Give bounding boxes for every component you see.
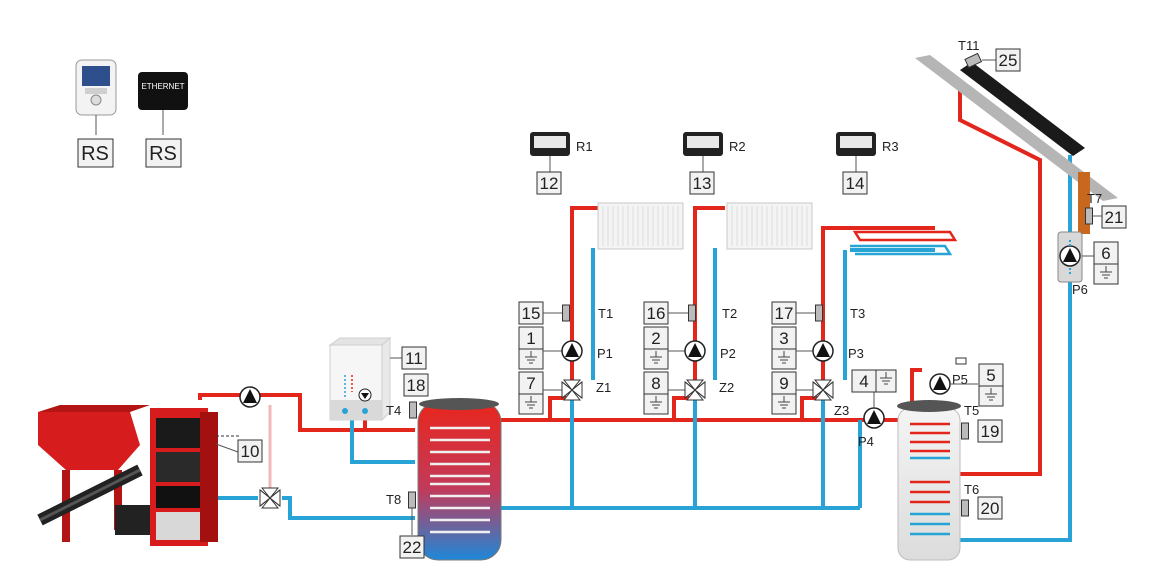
sensor-t11-icon bbox=[964, 52, 983, 69]
room-controller-1-label: R1 bbox=[576, 139, 593, 154]
sensor-t6-icon bbox=[961, 499, 969, 517]
pump-p6-number: 6 bbox=[1101, 244, 1110, 263]
pump-p5-icon bbox=[929, 373, 951, 395]
module-number-box bbox=[401, 346, 427, 370]
pump-p2-label: P2 bbox=[720, 346, 736, 361]
rs-box-left bbox=[77, 138, 114, 168]
sensor-t5-label: T5 bbox=[964, 403, 979, 418]
circuit-1: 15 T1 1 P1 7 Z1 bbox=[518, 301, 613, 415]
buffer-tank bbox=[417, 398, 502, 561]
room-controller-2: R2 13 bbox=[683, 132, 746, 195]
room-controller-1-number: 12 bbox=[540, 174, 559, 193]
sensor-t3-label: T3 bbox=[850, 306, 865, 321]
solar-pump-station bbox=[1057, 231, 1083, 283]
pump-p1-label: P1 bbox=[597, 346, 613, 361]
sensor-t11-label: T11 bbox=[958, 38, 979, 53]
sensor-t4-number-box bbox=[403, 373, 429, 397]
circuit-2: 16 T2 2 P2 8 Z2 bbox=[643, 301, 737, 415]
pump-p4-icon bbox=[863, 407, 885, 429]
sensor-t7-label: T7 bbox=[1087, 191, 1102, 206]
sensor-t11-number-box bbox=[995, 48, 1021, 72]
room-controller-3-label: R3 bbox=[882, 139, 899, 154]
sensor-t6-label: T6 bbox=[964, 482, 979, 497]
pump-p3-number: 3 bbox=[779, 329, 788, 348]
sensor-t4-icon bbox=[409, 401, 417, 419]
heating-module bbox=[328, 336, 392, 422]
pump-p2-number: 2 bbox=[651, 329, 660, 348]
radiator-2 bbox=[726, 202, 813, 250]
pellet-boiler bbox=[37, 405, 218, 546]
room-controller-3-number: 14 bbox=[846, 174, 865, 193]
circuit-3: 17 T3 3 P3 9 Z3 bbox=[771, 301, 865, 418]
sensor-t4-label: T4 bbox=[386, 403, 401, 418]
underfloor-heating-loop bbox=[850, 230, 958, 256]
rs-label-left: RS bbox=[81, 143, 109, 165]
room-controller-2-number: 13 bbox=[693, 174, 712, 193]
sensor-t7-number-box bbox=[1101, 205, 1127, 229]
valve-z1-label: Z1 bbox=[596, 380, 611, 395]
valve-z3-label: Z3 bbox=[834, 403, 849, 418]
room-controller-2-label: R2 bbox=[729, 139, 746, 154]
sensor-t7-icon bbox=[1085, 207, 1093, 225]
radiator-1 bbox=[597, 202, 684, 250]
sensor-t8-number: 22 bbox=[403, 538, 422, 557]
sensor-t5-number: 19 bbox=[981, 422, 1000, 441]
ethernet-module: ETHERNET bbox=[138, 72, 188, 135]
pump-p4-number: 4 bbox=[859, 372, 868, 391]
sensor-t1-number: 15 bbox=[522, 304, 541, 323]
sensor-t2-number: 16 bbox=[647, 304, 666, 323]
sensor-t5-number-box bbox=[977, 419, 1003, 443]
sensor-t4-number: 18 bbox=[407, 376, 426, 395]
pump-p5-number: 5 bbox=[986, 366, 995, 385]
pump-p3-icon bbox=[812, 340, 834, 362]
sensor-t6-number: 20 bbox=[981, 499, 1000, 518]
valve-z1-number: 7 bbox=[526, 374, 535, 393]
faucet-icon bbox=[955, 357, 967, 365]
sensor-t8-label: T8 bbox=[386, 492, 401, 507]
pump-p1-number: 1 bbox=[526, 329, 535, 348]
sensor-t11-number: 25 bbox=[999, 51, 1018, 70]
pump-p3-label: P3 bbox=[848, 346, 864, 361]
sensor-t2-icon bbox=[688, 304, 696, 322]
boiler-mixing-valve-icon bbox=[259, 487, 281, 509]
ethernet-label: ETHERNET bbox=[141, 82, 184, 91]
boiler-pump-icon bbox=[239, 386, 261, 408]
pump-p5-label: P5 bbox=[952, 372, 968, 387]
module-number: 11 bbox=[405, 349, 423, 368]
sensor-t1-label: T1 bbox=[598, 306, 613, 321]
pump-p2-icon bbox=[684, 340, 706, 362]
room-controller-1: R1 12 bbox=[530, 132, 593, 195]
pump-p6-label: P6 bbox=[1072, 282, 1088, 297]
pump-p1-icon bbox=[561, 340, 583, 362]
sensor-t1-icon bbox=[562, 304, 570, 322]
sensor-t8-icon bbox=[408, 491, 416, 509]
sensor-t3-icon bbox=[815, 304, 823, 322]
solar-collector bbox=[915, 55, 1118, 234]
sensor-t3-number: 17 bbox=[775, 304, 794, 323]
rs-box-right bbox=[145, 138, 182, 168]
rs-label-right: RS bbox=[149, 143, 177, 165]
pump-p4-label: P4 bbox=[858, 434, 874, 449]
sensor-t5-icon bbox=[961, 422, 969, 440]
sensor-t7-number: 21 bbox=[1105, 208, 1124, 227]
dhw-tank bbox=[897, 400, 961, 561]
boiler-number-box bbox=[237, 439, 263, 463]
controller-device bbox=[75, 59, 117, 135]
valve-z3-number: 9 bbox=[779, 374, 788, 393]
boiler-number: 10 bbox=[241, 442, 260, 461]
valve-z2-number: 8 bbox=[651, 374, 660, 393]
sensor-t2-label: T2 bbox=[722, 306, 737, 321]
sensor-t8-number-box bbox=[399, 535, 425, 559]
sensor-t6-number-box bbox=[977, 496, 1003, 520]
room-controller-3: R3 14 bbox=[836, 132, 899, 195]
valve-z2-label: Z2 bbox=[719, 380, 734, 395]
